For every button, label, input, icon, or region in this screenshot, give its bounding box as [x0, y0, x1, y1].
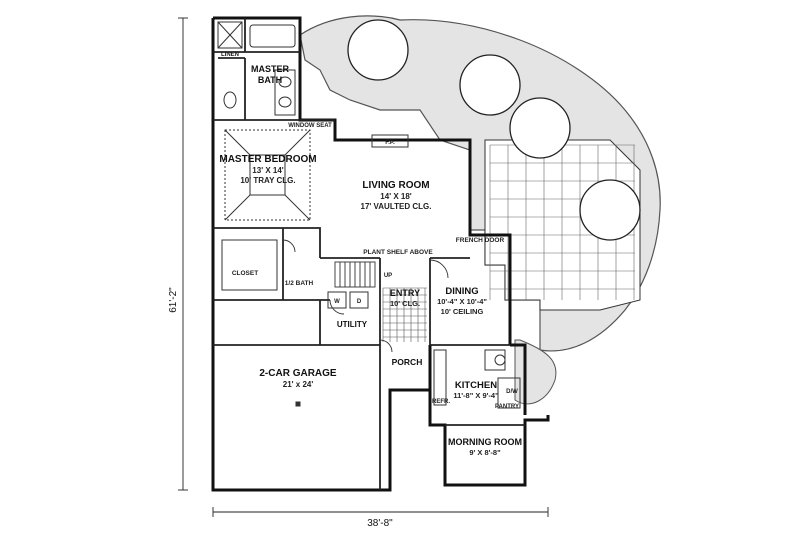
closet-label: CLOSET	[232, 270, 258, 277]
morning-room-size: 9' X 8'-8"	[469, 448, 501, 457]
master-bath-label-1: MASTER	[251, 64, 290, 74]
living-room-label: LIVING ROOM	[362, 180, 429, 191]
tree	[509, 97, 571, 159]
french-door-label: FRENCH DOOR	[456, 237, 505, 244]
tray-ceiling-outline	[224, 129, 311, 221]
utility-label: UTILITY	[337, 320, 368, 329]
porch-label: PORCH	[392, 357, 423, 367]
shower	[217, 21, 243, 49]
tree	[459, 54, 521, 116]
plant-shelf-label: PLANT SHELF ABOVE	[363, 249, 433, 256]
depth-dimension: 61'-2"	[168, 287, 179, 313]
dishwasher-label: D/W	[506, 389, 518, 395]
kitchen-counter	[433, 349, 447, 406]
pantry-shelf	[497, 377, 521, 409]
trees	[347, 19, 641, 241]
living-room-size: 14' X 18'	[380, 192, 411, 201]
garage-size: 21' x 24'	[283, 380, 314, 389]
master-bedroom-label: MASTER BEDROOM	[219, 154, 316, 165]
refrigerator-label: REFR.	[432, 399, 450, 405]
morning-room-label: MORNING ROOM	[448, 437, 522, 447]
dining-label: DINING	[445, 286, 478, 297]
garage-label: 2-CAR GARAGE	[259, 368, 337, 379]
washer	[327, 291, 347, 309]
master-bedroom-note: 10' TRAY CLG.	[240, 176, 295, 185]
fireplace	[371, 134, 409, 148]
master-bath-label-2: BATH	[258, 75, 282, 85]
dining-size: 10'-4" X 10'-4"	[437, 297, 487, 306]
master-bedroom-size: 13' X 14'	[252, 166, 283, 175]
entry-tile	[382, 287, 427, 342]
sink-icon	[278, 76, 292, 88]
bathtub	[249, 24, 296, 48]
entry-label: ENTRY	[390, 288, 420, 298]
door-swings	[282, 239, 449, 353]
pantry-label: PANTRY	[495, 404, 519, 410]
entry-note: 10' CLG.	[390, 299, 420, 308]
fixtures	[217, 21, 521, 409]
vanity	[274, 69, 296, 116]
fireplace-label: F.P.	[385, 140, 395, 146]
dryer	[349, 291, 369, 309]
stairs	[334, 261, 376, 288]
tree	[579, 179, 641, 241]
sink-icon	[278, 96, 292, 108]
living-room-note: 17' VAULTED CLG.	[361, 202, 432, 211]
stairs-up-label: UP	[384, 273, 392, 279]
width-dimension: 38'-8"	[367, 518, 393, 529]
tree	[347, 19, 409, 81]
closet-shelf	[221, 239, 278, 291]
window-seat-label: WINDOW SEAT	[288, 123, 332, 129]
dryer-label: D	[357, 299, 362, 305]
dimension-lines	[178, 17, 549, 517]
garage-marker	[295, 401, 301, 407]
half-bath-label: 1/2 BATH	[285, 280, 314, 287]
interior-walls	[213, 18, 525, 490]
dining-note: 10' CEILING	[441, 307, 484, 316]
kitchen-label: KITCHEN	[455, 380, 497, 391]
kitchen-size: 11'-8" X 9'-4"	[453, 391, 499, 400]
linen-label: LINEN	[221, 52, 239, 58]
sink-icon	[494, 354, 506, 366]
washer-label: W	[334, 299, 340, 305]
toilet-icon	[223, 91, 237, 109]
